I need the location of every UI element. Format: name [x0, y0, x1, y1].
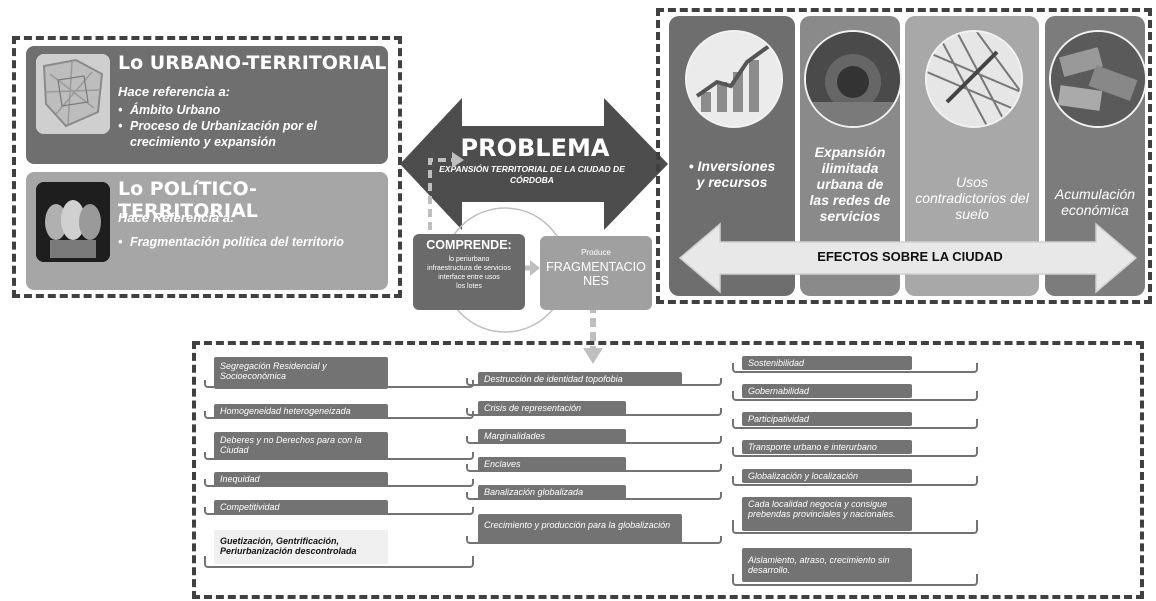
comprende-line: infraestructura de servicios: [427, 265, 511, 272]
frag-item-highlight: Guetización, Gentrificación, Periurbaniz…: [214, 530, 388, 564]
frag-bracket: [732, 574, 978, 586]
urbano-list: Ámbito Urbano Proceso de Urbanización po…: [118, 102, 370, 150]
faces-sculpture-image: [36, 182, 110, 262]
frag-bracket: [204, 380, 474, 388]
comprende-line: interface entre usos: [438, 274, 500, 281]
frag-item: Transporte urbano e interurbano: [742, 440, 912, 454]
frag-bracket: [732, 447, 978, 457]
territorial-panel: [12, 36, 402, 298]
efectos-arrow-label: EFECTOS SOBRE LA CIUDAD: [817, 249, 1003, 264]
efecto-text: Expansión ilimitada urbana de las redes …: [809, 144, 891, 224]
efectos-double-arrow: [678, 222, 1138, 294]
frag-bracket: [204, 411, 474, 419]
frag-item: Inequidad: [214, 472, 388, 486]
urbano-item: Ámbito Urbano: [118, 102, 370, 118]
frag-item: Globalización y localización: [742, 469, 912, 483]
urbano-territorial-card: Lo URBANO-TERRITORIAL Hace referencia a:…: [26, 46, 388, 164]
investment-chart-image: [685, 30, 783, 128]
produce-label: Produce: [581, 248, 611, 257]
frag-item: Aislamiento, atraso, crecimiento sin des…: [742, 548, 912, 582]
efecto-text: Acumulación económica: [1054, 186, 1136, 218]
problema-subtitle: EXPANSIÓN TERRITORIAL DE LA CIUDAD DE CÓ…: [439, 164, 625, 185]
frag-item: Sostenibilidad: [742, 356, 912, 370]
comprende-line: lo periurbano: [448, 256, 490, 263]
efecto-text: Usos contradictorios del suelo: [915, 174, 1029, 222]
politico-territorial-card: Lo POLíTICO-TERRITORIAL Hace Referencia …: [26, 172, 388, 290]
frag-bracket: [204, 556, 474, 568]
efecto-text: • Inversiones y recursos: [688, 158, 776, 190]
frag-bracket: [466, 436, 722, 444]
dashed-connector-left: [428, 152, 464, 230]
frag-item: Competitividad: [214, 500, 388, 514]
produce-box: Produce FRAGMENTACIO NES: [540, 236, 652, 310]
frag-item: Enclaves: [478, 457, 626, 471]
frag-item: Crecimiento y producción para la globali…: [478, 514, 682, 544]
urbano-subtitle: Hace referencia a:: [118, 84, 231, 99]
cash-pile-image: [1049, 30, 1147, 128]
problema-title: PROBLEMA: [460, 134, 610, 162]
city-map-image: [36, 54, 110, 134]
frag-item: Cada localidad negocia y consigue preben…: [742, 497, 912, 531]
frag-item: Deberes y no Derechos para con la Ciudad: [214, 432, 388, 460]
frag-bracket: [466, 492, 722, 500]
frag-item: Crisis de representación: [478, 401, 626, 415]
frag-bracket: [466, 536, 722, 544]
frag-bracket: [732, 363, 978, 373]
cycle-circle: [445, 207, 565, 333]
frag-item: Marginalidades: [478, 429, 626, 443]
frag-bracket: [466, 464, 722, 472]
frag-bracket: [204, 452, 474, 460]
politico-subtitle: Hace Referencia a:: [118, 210, 235, 225]
frag-bracket: [732, 520, 978, 534]
frag-item: Gobernabilidad: [742, 384, 912, 398]
urbano-title: Lo URBANO-TERRITORIAL: [118, 52, 387, 74]
comprende-line: los lotes: [456, 283, 482, 290]
produce-title: FRAGMENTACIO: [546, 260, 646, 274]
frag-item: Segregación Residencial y Socioeconómica: [214, 357, 388, 389]
politico-item: Fragmentación política del territorio: [118, 234, 370, 250]
frag-bracket: [732, 476, 978, 486]
frag-bracket: [732, 419, 978, 429]
frag-item: Destrucción de identidad topofobia: [478, 372, 682, 386]
frag-item: Homogeneidad heterogeneizada: [214, 404, 388, 418]
frag-bracket: [466, 408, 722, 416]
pipes-image: [804, 30, 902, 128]
politico-title: Lo POLíTICO-TERRITORIAL: [118, 178, 258, 222]
produce-title: NES: [583, 274, 609, 288]
dashed-connector-down: [583, 304, 603, 364]
frag-bracket: [466, 378, 722, 386]
politico-list: Fragmentación política del territorio: [118, 234, 370, 250]
urban-grid-image: [925, 30, 1023, 128]
frag-bracket: [204, 507, 474, 515]
frag-bracket: [732, 391, 978, 401]
frag-item: Participatividad: [742, 412, 912, 426]
frag-item: Banalización globalizada: [478, 485, 626, 499]
problema-arrow-graphic: [400, 98, 668, 230]
comprende-box: COMPRENDE: lo periurbano infraestructura…: [413, 234, 525, 310]
fragmentaciones-panel: [192, 341, 1144, 599]
comprende-title: COMPRENDE:: [426, 238, 512, 252]
efectos-panel: [656, 8, 1152, 304]
frag-bracket: [204, 479, 474, 487]
urbano-item: Proceso de Urbanización por el crecimien…: [118, 118, 370, 150]
